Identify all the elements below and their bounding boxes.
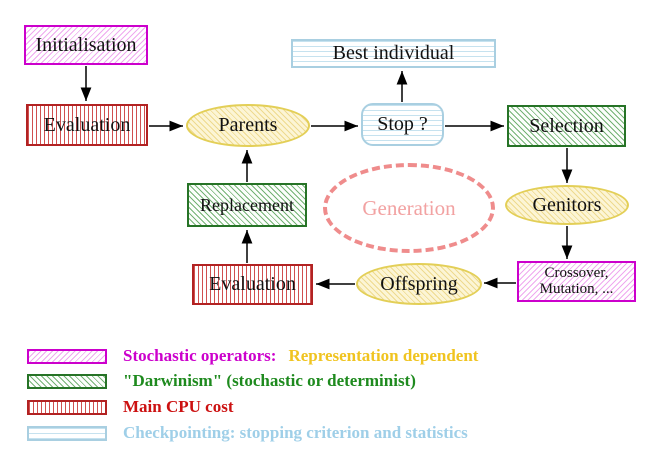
node-offspring-label: Offspring bbox=[380, 272, 458, 295]
node-parents: Parents bbox=[186, 104, 310, 147]
legend-swatch-checkpointing bbox=[27, 426, 107, 441]
node-stop-label: Stop ? bbox=[377, 113, 428, 135]
node-genitors-label: Genitors bbox=[532, 193, 602, 216]
node-crossover-label-line1: Crossover, bbox=[544, 264, 609, 281]
node-stop: Stop ? bbox=[361, 103, 444, 146]
legend-swatch-cpu-cost bbox=[27, 400, 107, 415]
node-replacement: Replacement bbox=[187, 183, 307, 227]
legend-label-darwinism: "Darwinism" (stochastic or determinist) bbox=[123, 371, 416, 391]
node-evaluation-bottom: Evaluation bbox=[192, 264, 313, 305]
node-replacement-label: Replacement bbox=[200, 194, 294, 215]
node-evaluation-bottom-label: Evaluation bbox=[209, 273, 296, 295]
legend-label-checkpointing: Checkpointing: stopping criterion and st… bbox=[123, 423, 468, 443]
node-evaluation-top: Evaluation bbox=[26, 104, 148, 146]
node-evaluation-top-label: Evaluation bbox=[43, 113, 131, 136]
legend-text-stochastic-operators: Stochastic operators: bbox=[123, 346, 277, 365]
node-selection-label: Selection bbox=[529, 114, 604, 137]
legend-text-representation-dependent: Representation dependent bbox=[288, 346, 479, 365]
node-crossover-label-line2: Mutation, ... bbox=[539, 280, 614, 297]
node-best-individual: Best individual bbox=[291, 39, 496, 68]
node-generation-label: Generation bbox=[362, 195, 456, 220]
legend-swatch-darwinism bbox=[27, 374, 107, 389]
legend-label-stochastic: Stochastic operators: Representation depe… bbox=[123, 346, 478, 366]
node-selection: Selection bbox=[507, 105, 626, 147]
legend-text-cpu-cost: Main CPU cost bbox=[123, 397, 234, 416]
node-parents-label: Parents bbox=[218, 114, 278, 136]
node-genitors: Genitors bbox=[505, 185, 629, 225]
legend-text-checkpointing: Checkpointing: stopping criterion and st… bbox=[123, 423, 468, 442]
legend-label-cpu-cost: Main CPU cost bbox=[123, 397, 233, 417]
node-best-individual-label: Best individual bbox=[332, 42, 455, 64]
legend-text-darwinism: "Darwinism" (stochastic or determinist) bbox=[123, 371, 416, 390]
node-offspring: Offspring bbox=[356, 263, 482, 305]
node-initialisation: Initialisation bbox=[24, 25, 148, 65]
node-generation: Generation bbox=[323, 163, 495, 253]
node-crossover-mutation: Crossover, Mutation, ... bbox=[517, 261, 636, 302]
node-initialisation-label: Initialisation bbox=[35, 33, 137, 56]
legend-swatch-stochastic-operators bbox=[27, 349, 107, 364]
